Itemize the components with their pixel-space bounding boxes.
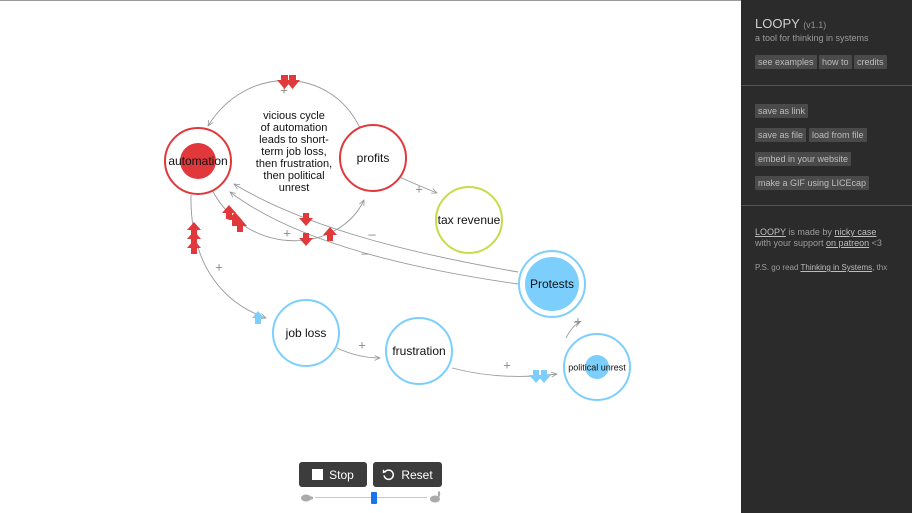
text-note[interactable]: vicious cycle of automation leads to sho…	[256, 110, 332, 194]
signal-up-arrow-icon	[187, 240, 201, 254]
note-line: leads to short-	[259, 134, 329, 146]
support-text: with your support	[755, 238, 827, 248]
signal-up-arrow-icon	[252, 311, 264, 324]
app-version: (v1.1)	[803, 20, 827, 30]
node-label: frustration	[392, 344, 445, 358]
node-protests[interactable]: Protests	[518, 250, 586, 318]
edge-sign: +	[503, 357, 511, 372]
stop-label: Stop	[329, 467, 354, 482]
loopy-link[interactable]: LOOPY	[755, 227, 786, 237]
stop-icon	[312, 469, 324, 480]
turtle-icon	[301, 494, 313, 502]
embed-button[interactable]: embed in your website	[755, 152, 852, 166]
node-label: profits	[357, 151, 390, 165]
credits-text: is made by	[785, 227, 835, 237]
node-label: automation	[168, 154, 227, 168]
signal-down-arrow-icon	[537, 370, 551, 383]
make-gif-button[interactable]: make a GIF using LICEcap	[755, 176, 870, 190]
signal-down-arrow-icon	[299, 233, 313, 246]
edge-sign: +	[215, 259, 223, 274]
load-from-file-button[interactable]: load from file	[809, 128, 867, 142]
edge-signs: + + + + + + + – –	[215, 82, 582, 372]
note-line: then political	[263, 170, 324, 182]
signal-up-arrow-icon	[233, 218, 247, 232]
app-title: LOOPY (v1.1)	[755, 16, 826, 31]
note-line: of automation	[261, 122, 328, 134]
edge-sign: +	[280, 82, 288, 97]
signal-down-arrow-icon	[277, 75, 292, 89]
node-profits[interactable]: profits	[339, 124, 407, 192]
sidebar-divider	[741, 205, 912, 206]
speed-slider[interactable]	[299, 490, 445, 506]
loop-diagram-canvas[interactable]: + + + + + + + – – automation profits	[0, 0, 741, 513]
edge-sign: –	[361, 245, 369, 260]
node-label: tax revenue	[438, 213, 501, 227]
reset-button[interactable]: Reset	[373, 462, 442, 487]
node-tax-revenue[interactable]: tax revenue	[435, 186, 503, 254]
stop-button[interactable]: Stop	[299, 462, 367, 487]
signal-up-arrow-icon	[323, 227, 337, 241]
edge-job-loss-to-frustration[interactable]	[336, 347, 380, 358]
edge-protests-to-automation-1[interactable]	[234, 184, 519, 273]
slider-handle[interactable]	[371, 492, 378, 504]
patreon-link[interactable]: on patreon	[826, 238, 870, 248]
playback-controls: Stop Reset	[299, 462, 445, 508]
see-examples-button[interactable]: see examples	[755, 55, 817, 69]
ps-suffix: , thx	[872, 263, 888, 272]
signals	[187, 75, 551, 383]
edge-sign: +	[283, 225, 291, 240]
sidebar: LOOPY (v1.1) a tool for thinking in syst…	[741, 0, 912, 513]
ps-text: P.S. go read	[755, 263, 801, 272]
reset-icon	[383, 469, 395, 481]
signal-up-arrow-icon	[222, 205, 236, 219]
signal-up-arrow-icon	[187, 231, 201, 245]
note-line: term job loss,	[261, 146, 326, 158]
sidebar-divider	[741, 85, 912, 86]
node-job-loss[interactable]: job loss	[272, 299, 340, 367]
edge-sign: +	[415, 181, 423, 196]
top-border	[0, 0, 912, 1]
signal-up-arrow-icon	[228, 212, 242, 226]
save-as-link-button[interactable]: save as link	[755, 104, 809, 118]
note-line: then frustration,	[256, 158, 332, 170]
edge-sign: +	[574, 313, 582, 328]
support-line: with your support on patreon <3	[755, 238, 882, 248]
reset-label: Reset	[401, 467, 433, 482]
signal-down-arrow-icon	[299, 213, 313, 226]
node-label: Protests	[530, 277, 574, 291]
node-automation[interactable]: automation	[164, 127, 232, 195]
book-link[interactable]: Thinking in Systems	[800, 263, 873, 272]
app-tagline: a tool for thinking in systems	[755, 33, 869, 43]
signal-down-arrow-icon	[285, 75, 300, 89]
author-link[interactable]: nicky case	[834, 227, 877, 237]
node-label: political unrest	[568, 362, 626, 372]
edge-sign: +	[358, 337, 366, 352]
support-heart: <3	[869, 238, 882, 248]
ps-line: P.S. go read Thinking in Systems, thx	[755, 263, 887, 272]
node-label: job loss	[285, 326, 327, 340]
credits-button[interactable]: credits	[854, 55, 887, 69]
save-as-file-button[interactable]: save as file	[755, 128, 807, 142]
edge-sign: –	[368, 226, 376, 241]
credits-line: LOOPY is made by nicky case	[755, 227, 876, 237]
note-line: vicious cycle	[263, 110, 325, 122]
slider-track	[315, 497, 427, 498]
edges	[190, 80, 580, 376]
rabbit-icon	[430, 491, 441, 503]
node-political-unrest[interactable]: political unrest	[563, 333, 631, 401]
signal-up-arrow-icon	[187, 222, 201, 236]
node-frustration[interactable]: frustration	[385, 317, 453, 385]
how-to-button[interactable]: how to	[819, 55, 852, 69]
edge-automation-to-job-loss[interactable]	[190, 194, 266, 318]
signal-down-arrow-icon	[529, 370, 543, 383]
edge-protests-to-automation-2[interactable]	[230, 192, 519, 285]
note-line: unrest	[279, 182, 310, 194]
app-name: LOOPY	[755, 16, 800, 31]
edge-political-unrest-to-protests[interactable]	[565, 322, 580, 339]
